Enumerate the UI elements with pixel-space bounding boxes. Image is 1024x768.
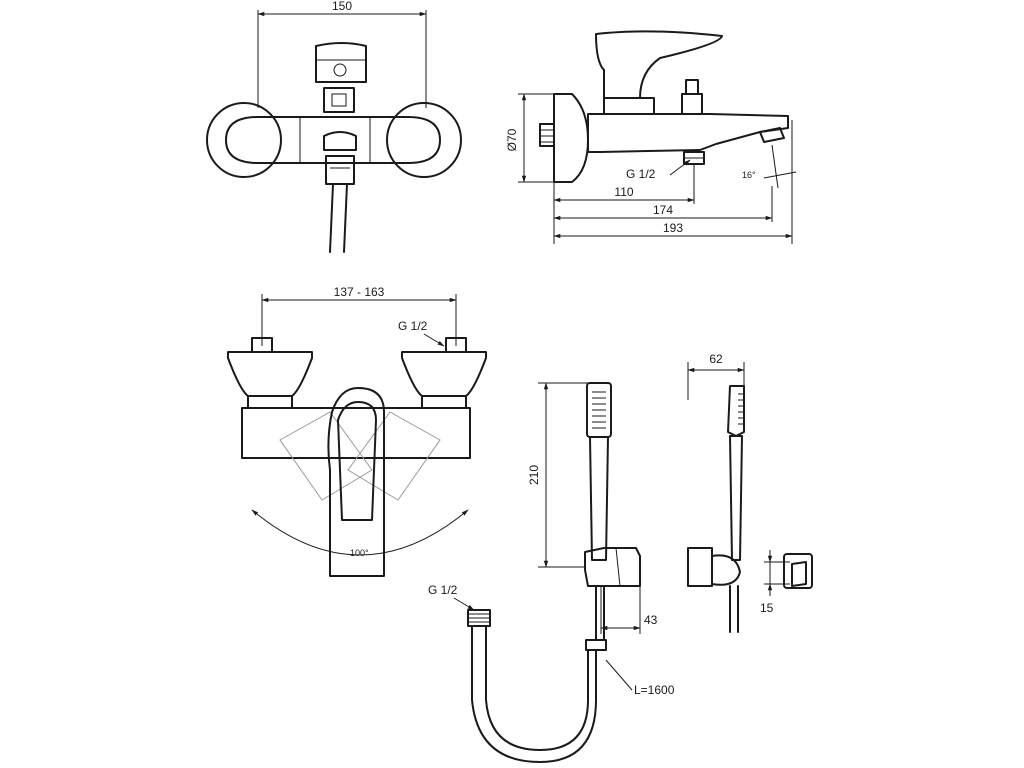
mixer-front-view: 137 - 163 G 1/2 100°	[227, 285, 487, 577]
g-half-thread-label-front: G 1/2	[398, 319, 428, 333]
right-wall-flange	[386, 102, 462, 178]
body-side	[587, 113, 789, 153]
mixer-body	[225, 116, 441, 164]
lever-head	[315, 42, 367, 83]
swing-100-label: 100°	[350, 548, 369, 558]
top-front-view: 150	[206, 0, 462, 253]
holder-side-view: 62 15	[687, 352, 813, 633]
top-side-view: Ø70 G 1/2 16° 110 17	[505, 30, 797, 244]
depth-110-label: 110	[614, 185, 633, 199]
width-150-label: 150	[332, 0, 352, 13]
lever-front	[327, 387, 385, 577]
diameter-70-label: Ø70	[505, 128, 519, 151]
depth-62-label: 62	[709, 352, 723, 366]
hose-line	[471, 625, 597, 763]
mixer-body-front	[241, 407, 471, 459]
wall-holder	[584, 547, 641, 587]
spacing-137-163-label: 137 - 163	[334, 285, 385, 299]
hose-length-label: L=1600	[634, 683, 675, 697]
hose-view: G 1/2 L=1600	[428, 583, 675, 763]
angle-16-label: 16°	[742, 170, 756, 180]
g-half-thread-label-side: G 1/2	[626, 167, 656, 181]
left-wall-flange	[206, 102, 282, 178]
depth-193-label: 193	[663, 221, 683, 235]
length-210-label: 210	[527, 465, 541, 485]
bracket-detail	[783, 553, 813, 589]
depth-174-label: 174	[653, 203, 673, 217]
g-half-thread-label-hose: G 1/2	[428, 583, 458, 597]
offset-43-label: 43	[644, 613, 658, 627]
handshower-view: 210 43	[527, 382, 658, 641]
height-15-label: 15	[760, 601, 774, 615]
wall-flange-side	[553, 93, 589, 183]
lever-side	[595, 30, 723, 99]
